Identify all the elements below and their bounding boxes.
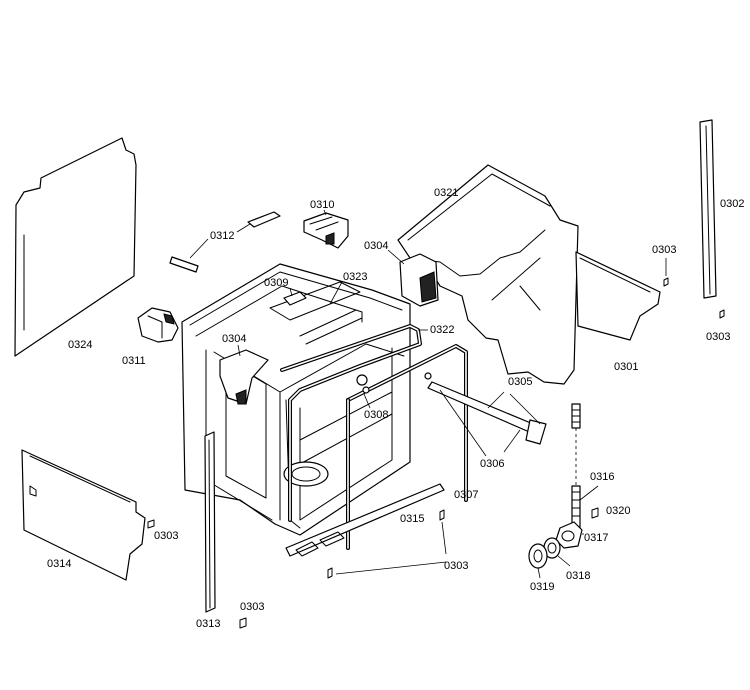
label-0302: 0302 bbox=[720, 198, 744, 210]
label-0303-b: 0303 bbox=[706, 331, 730, 343]
label-0311: 0311 bbox=[122, 355, 146, 367]
part-0309-piece bbox=[283, 287, 307, 306]
part-0315-bottom-rail bbox=[285, 483, 445, 557]
label-0303-d: 0303 bbox=[444, 560, 468, 572]
part-0310-connector bbox=[303, 209, 349, 249]
part-0313-strip bbox=[204, 431, 216, 613]
label-0313: 0313 bbox=[196, 618, 220, 630]
label-0305: 0305 bbox=[508, 376, 532, 388]
label-0322: 0322 bbox=[430, 324, 454, 336]
leader-0323 bbox=[329, 281, 343, 305]
part-0308-hinge bbox=[356, 374, 371, 409]
label-0320: 0320 bbox=[606, 505, 630, 517]
screw-0303-a bbox=[663, 258, 669, 287]
label-0310: 0310 bbox=[310, 199, 334, 211]
label-0312: 0312 bbox=[210, 230, 234, 242]
screw-0320 bbox=[591, 507, 599, 519]
screw-0303-b bbox=[719, 309, 725, 319]
part-0305-rods bbox=[424, 372, 547, 457]
label-0303-c: 0303 bbox=[154, 530, 178, 542]
part-0324-side-panel bbox=[14, 137, 137, 357]
label-0304-left: 0304 bbox=[222, 333, 246, 345]
part-0321-top-cover bbox=[397, 164, 579, 385]
label-0315: 0315 bbox=[400, 513, 424, 525]
label-0304-right: 0304 bbox=[364, 240, 388, 252]
part-0304-left-bracket bbox=[219, 344, 269, 405]
screw-0303-d bbox=[327, 509, 447, 579]
part-0302-strip bbox=[699, 119, 717, 299]
label-0308: 0308 bbox=[364, 409, 388, 421]
label-0306: 0306 bbox=[480, 458, 504, 470]
part-0318-seal bbox=[543, 537, 571, 567]
label-0316: 0316 bbox=[590, 471, 614, 483]
label-0307: 0307 bbox=[454, 489, 478, 501]
screw-0303-e bbox=[239, 617, 247, 629]
label-0303-e: 0303 bbox=[240, 601, 264, 613]
label-0314: 0314 bbox=[47, 558, 71, 570]
part-0314-kick-plate bbox=[21, 449, 146, 581]
part-0304-right-bracket bbox=[387, 249, 439, 307]
screw-0303-c bbox=[147, 519, 155, 529]
label-0324: 0324 bbox=[68, 339, 92, 351]
label-0301: 0301 bbox=[614, 361, 638, 373]
part-0319-nut bbox=[528, 543, 548, 579]
part-0301-panel bbox=[575, 251, 661, 341]
part-tub-frame bbox=[181, 263, 411, 536]
label-0317: 0317 bbox=[584, 532, 608, 544]
label-0303-a: 0303 bbox=[652, 244, 676, 256]
label-0319: 0319 bbox=[530, 581, 554, 593]
label-0309: 0309 bbox=[264, 277, 288, 289]
label-0318: 0318 bbox=[566, 570, 590, 582]
label-0321: 0321 bbox=[434, 187, 458, 199]
label-0323: 0323 bbox=[343, 271, 367, 283]
part-0312-clips bbox=[169, 211, 281, 273]
part-0316-hose bbox=[571, 403, 599, 531]
part-0311-bracket bbox=[137, 307, 179, 343]
